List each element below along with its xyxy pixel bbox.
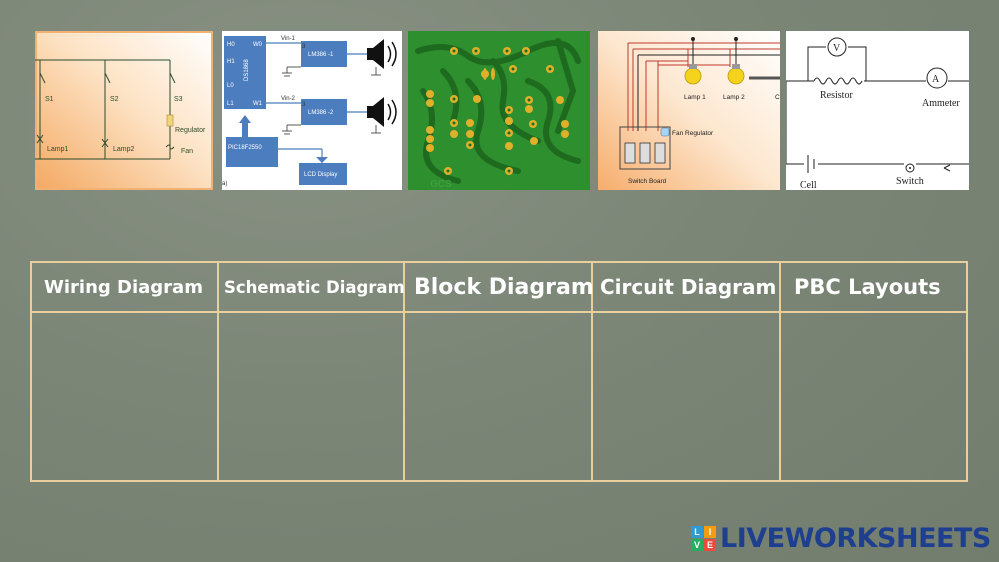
figure-corner-label: a) (222, 181, 227, 187)
vin-1-label: Vin-1 (281, 36, 296, 42)
series-circuit-image[interactable]: V A Resistor Ammeter Cell Switch (786, 31, 969, 190)
fan-regulator-label: Fan Regulator (672, 130, 714, 137)
amp-2-label: LM386 -2 (308, 110, 334, 116)
pin-w0: W0 (253, 42, 263, 48)
switch-label-s2: S2 (110, 96, 119, 103)
drop-zone-block-diagram[interactable] (405, 313, 591, 480)
lamp-label-2: Lamp2 (113, 146, 135, 153)
drop-zone-circuit-diagram[interactable] (593, 313, 779, 480)
truncated-label: C (775, 94, 780, 101)
lamp-1-label: Lamp 1 (684, 94, 706, 101)
mcu-label: PIC18F2550 (228, 145, 262, 151)
pin-h0: H0 (227, 42, 235, 48)
switch-label-s1: S1 (45, 96, 54, 103)
schematic-diagram-image[interactable]: H0 H1 L0 L1 W0 W1 DS1868 LM386 -1 LM386 … (222, 31, 402, 190)
liveworksheets-logo-icon: L I V E (691, 525, 716, 551)
fan-label: Fan (181, 148, 193, 155)
table-header-row (32, 263, 966, 313)
brand-name: LIVEWORKSHEETS (720, 522, 991, 554)
drop-zone-wiring-diagram[interactable] (32, 313, 217, 480)
wiring-diagram-image[interactable]: S1 S2 S3 Lamp1 Lamp2 Regulator Fan (35, 31, 213, 190)
pcb-layout-image[interactable]: GCS (408, 31, 590, 190)
switch-board-label: Switch Board (628, 178, 667, 185)
vin-2-label: Vin-2 (281, 96, 296, 102)
header-block-diagram: Block Diagram (414, 274, 594, 300)
header-schematic-diagram: Schematic Diagram (224, 277, 405, 297)
pin-3-upper: 3 (302, 44, 306, 50)
voltmeter-symbol: V (833, 43, 841, 54)
cell-label: Cell (800, 180, 817, 190)
chip-label: DS1868 (244, 59, 250, 81)
lamp-label-1: Lamp1 (47, 146, 69, 153)
header-circuit-diagram: Circuit Diagram (600, 275, 777, 299)
drop-zone-schematic-diagram[interactable] (219, 313, 403, 480)
pin-l1: L1 (227, 101, 234, 107)
display-label: LCD Display (304, 172, 337, 178)
resistor-label: Resistor (820, 90, 853, 101)
header-pbc-layouts: PBC Layouts (794, 275, 941, 299)
pin-l0: L0 (227, 83, 234, 89)
switch-label-s3: S3 (174, 96, 183, 103)
ammeter-label: Ammeter (922, 98, 960, 109)
header-wiring-diagram: Wiring Diagram (44, 276, 203, 298)
amp-1-label: LM386 -1 (308, 52, 334, 58)
circuit-diagram-image[interactable]: Lamp 1 Lamp 2 Fan Regulator Switch Board… (598, 31, 780, 190)
pcb-watermark: GCS (430, 179, 452, 190)
matching-table: Wiring Diagram Schematic Diagram Block D… (30, 261, 968, 482)
liveworksheets-brand: L I V E LIVEWORKSHEETS (691, 522, 991, 554)
ammeter-symbol: A (932, 74, 940, 85)
drop-zone-pbc-layouts[interactable] (781, 313, 966, 480)
switch-label: Switch (896, 176, 924, 187)
pin-h1: H1 (227, 59, 235, 65)
lamp-2-label: Lamp 2 (723, 94, 745, 101)
regulator-label: Regulator (175, 127, 206, 134)
pin-3-lower: 3 (302, 102, 306, 108)
pin-w1: W1 (253, 101, 263, 107)
